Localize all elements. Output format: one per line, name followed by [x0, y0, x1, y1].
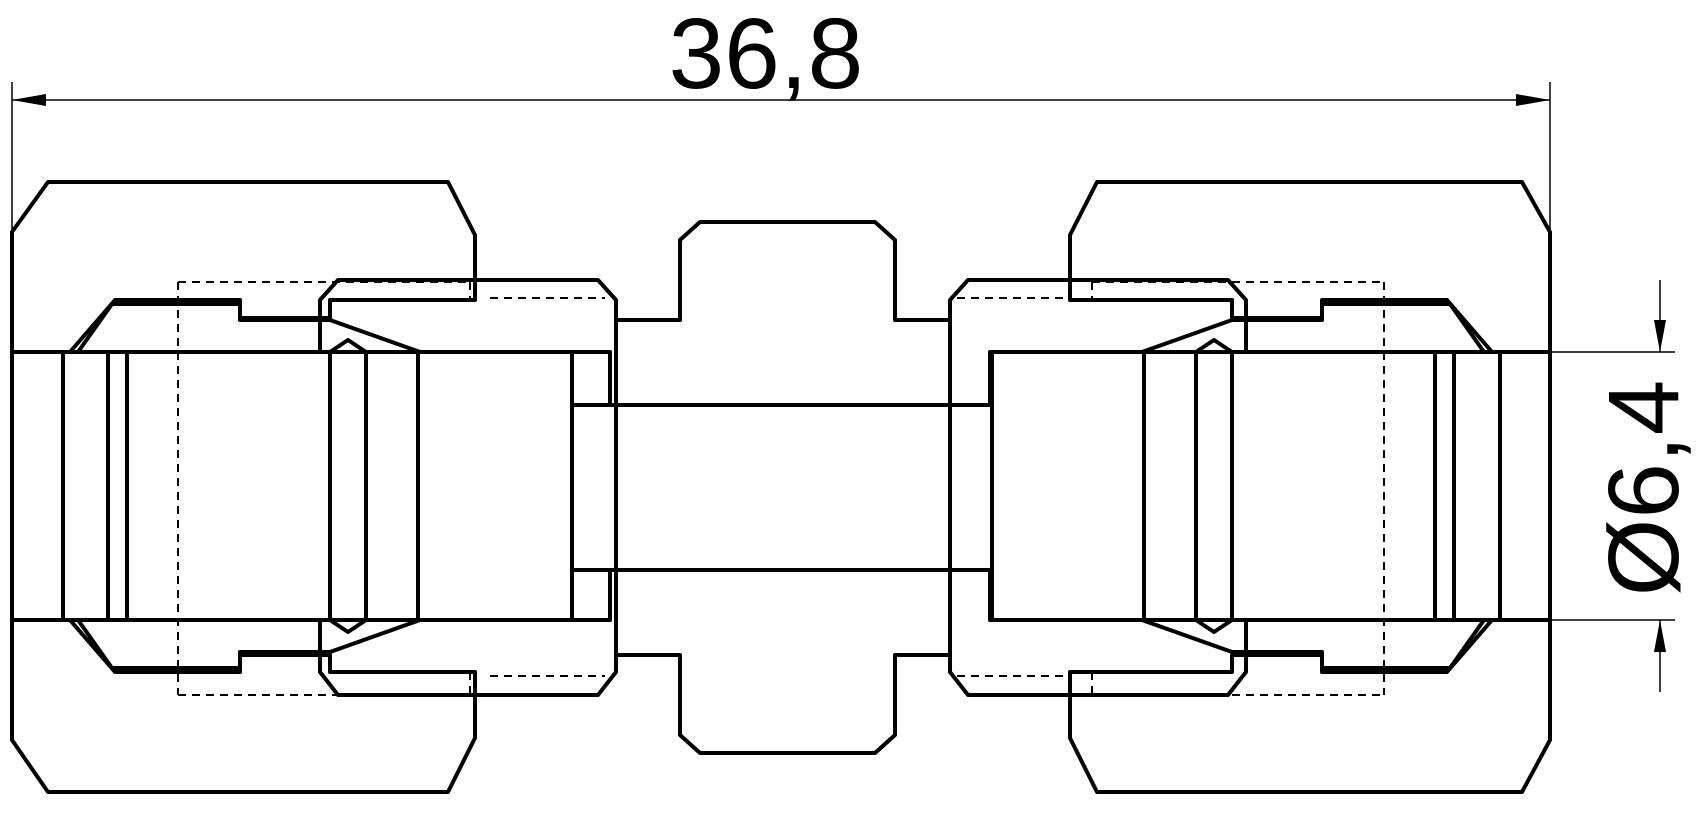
tube-diameter-dimension: Ø6,4 [1550, 280, 1700, 692]
right-ferrule-top [1140, 302, 1486, 354]
body-top-section [318, 220, 1248, 407]
diameter-dimension-text: Ø6,4 [1588, 380, 1700, 597]
arrowhead-right [1516, 94, 1550, 106]
left-nut-bore [10, 350, 129, 622]
left-ferrule-ring [328, 338, 368, 634]
arrowhead-top [1654, 320, 1666, 352]
left-ferrule-bottom [76, 618, 422, 670]
left-nut [10, 180, 477, 794]
length-dimension-text: 36,8 [669, 0, 864, 110]
right-nut-bore [1433, 350, 1552, 622]
union-body [318, 220, 1248, 755]
right-nut-bottom-section [1068, 618, 1552, 794]
left-ferrule-top [76, 302, 422, 354]
left-thread-hidden-lines [177, 281, 605, 696]
left-nut-bottom-section [10, 618, 477, 794]
body-bottom-section [318, 568, 1248, 755]
overall-length-dimension: 36,8 [11, 0, 1551, 232]
left-ferrule [76, 302, 422, 670]
left-nut-top-section [10, 180, 477, 354]
arrowhead-left [12, 94, 46, 106]
body-through-bore [570, 403, 994, 572]
right-ferrule [1140, 302, 1486, 670]
right-ferrule-ring [1194, 338, 1234, 634]
right-nut-top-section [1068, 180, 1552, 354]
right-thread-hidden-lines [957, 281, 1385, 696]
arrowhead-bottom [1654, 620, 1666, 652]
right-ferrule-bottom [1140, 618, 1486, 670]
